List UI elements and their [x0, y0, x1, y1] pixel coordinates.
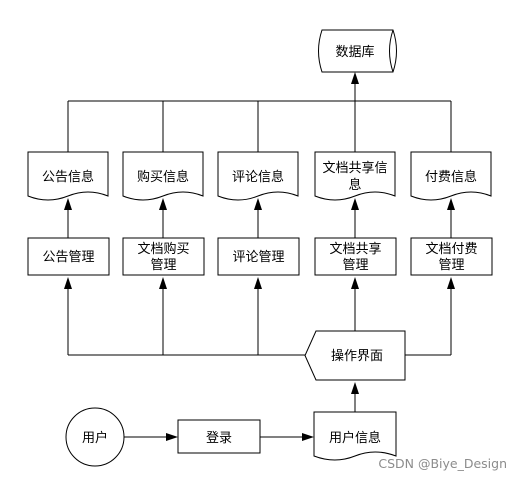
login-label: 登录 [206, 431, 232, 446]
arrow-login-to-userinfo [260, 433, 314, 441]
document-purchase-info: 购买信息 [122, 151, 204, 201]
document-comment-info: 评论信息 [217, 151, 299, 201]
arrows-mgmt-to-info [64, 198, 455, 238]
doc-share-mgmt-label-line2: 管理 [342, 258, 368, 273]
process-announcement-mgmt: 公告管理 [27, 237, 110, 276]
user-info-label: 用户信息 [329, 430, 381, 446]
display-operation-interface: 操作界面 [304, 330, 406, 381]
database-bus-lines [67, 72, 452, 152]
document-announcement-info: 公告信息 [27, 151, 109, 201]
doc-payment-mgmt-label-line2: 管理 [438, 258, 464, 273]
process-doc-share-mgmt: 文档共享 管理 [314, 237, 397, 276]
document-payment-info: 付费信息 [410, 151, 492, 201]
document-user-info: 用户信息 [313, 411, 397, 461]
process-doc-payment-mgmt: 文档付费 管理 [410, 237, 493, 276]
display-bus-lines [64, 277, 455, 356]
arrow-userinfo-to-display [351, 382, 359, 412]
csdn-watermark: CSDN @Biye_Design [378, 456, 507, 471]
announcement-info-label: 公告信息 [42, 169, 94, 185]
process-doc-purchase-mgmt: 文档购买 管理 [122, 237, 205, 276]
purchase-info-label: 购买信息 [137, 169, 189, 185]
operation-interface-label: 操作界面 [331, 348, 383, 364]
doc-share-info-label-line1: 文档共享信 [322, 160, 387, 176]
doc-purchase-mgmt-label-line2: 管理 [150, 258, 176, 273]
database-node: 数据库 [318, 29, 397, 73]
database-label: 数据库 [335, 44, 374, 60]
process-login: 登录 [177, 419, 261, 454]
comment-mgmt-label: 评论管理 [232, 250, 284, 265]
announcement-mgmt-label: 公告管理 [42, 250, 94, 265]
user-label: 用户 [82, 430, 108, 446]
doc-share-info-label-line2: 息 [348, 177, 361, 193]
payment-info-label: 付费信息 [425, 169, 477, 185]
document-doc-share-info: 文档共享信 息 [314, 151, 396, 201]
process-comment-mgmt: 评论管理 [217, 237, 300, 276]
comment-info-label: 评论信息 [232, 169, 284, 185]
doc-payment-mgmt-label-line1: 文档付费 [425, 242, 477, 257]
arrow-user-to-login [124, 433, 178, 441]
doc-purchase-mgmt-label-line1: 文档购买 [137, 241, 189, 257]
arrow-to-database [351, 72, 359, 84]
doc-share-mgmt-label-line1: 文档共享 [329, 241, 381, 257]
user-node: 用户 [65, 407, 125, 467]
